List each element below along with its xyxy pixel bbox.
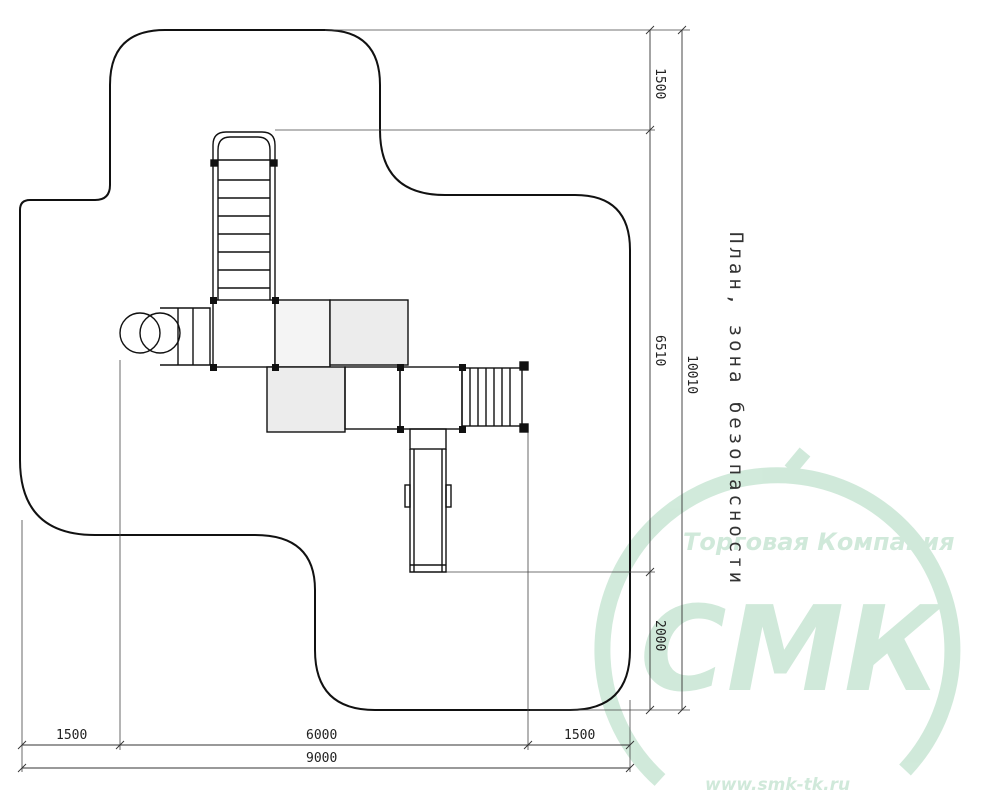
platform-upper-mid: [274, 299, 331, 368]
dim-top-margin: 1500: [652, 68, 667, 99]
watermark-company: Торговая Компания: [683, 528, 955, 556]
dim-structure-width: 6000: [306, 728, 337, 743]
roof-panel-upper: [329, 299, 409, 366]
dim-total-depth: 10010: [684, 355, 699, 394]
platform-right: [399, 366, 463, 430]
watermark-brand: СМК: [640, 580, 946, 718]
platform-lower-mid: [344, 366, 401, 430]
tube-component: [119, 307, 211, 366]
safety-zone-outline: [19, 29, 631, 711]
ramp-component: [461, 361, 529, 433]
dim-right-margin: 1500: [564, 728, 595, 743]
vertical-dimension-lines: [645, 25, 687, 715]
horizontal-dimension-lines: [17, 740, 635, 773]
roof-panel-lower: [266, 366, 346, 433]
dim-total-width: 9000: [306, 751, 337, 766]
ladder-component: [210, 131, 278, 300]
dim-bottom-margin: 2000: [652, 620, 667, 651]
watermark-ring: [594, 467, 961, 786]
playground-structure: [119, 131, 529, 573]
platform-upper-left: [212, 299, 276, 368]
watermark-ring-tick: [784, 447, 811, 475]
dim-structure-depth: 6510: [652, 335, 667, 366]
slide-component: [404, 428, 452, 573]
extension-lines: [21, 29, 690, 772]
watermark-url: www.smk-tk.ru: [705, 775, 850, 795]
drawing-title: План, зона безопасности: [725, 232, 747, 587]
watermark: Торговая Компания СМК www.smk-tk.ru: [594, 447, 961, 795]
dim-left-margin: 1500: [56, 728, 87, 743]
